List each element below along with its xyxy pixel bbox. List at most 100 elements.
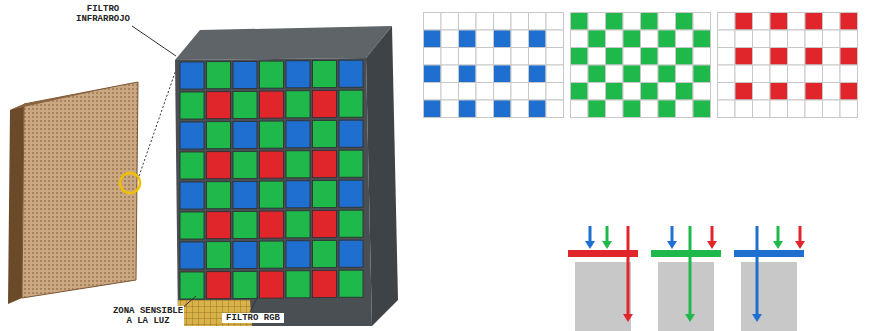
color-filter-cell: [313, 241, 337, 268]
photodiode: [575, 262, 631, 331]
grid-cell: [676, 65, 694, 83]
color-filter-cell: [339, 60, 363, 87]
grid-cell: [676, 30, 694, 48]
light-arrow: [799, 226, 802, 243]
grid-cell: [770, 83, 788, 101]
photodiode: [741, 262, 797, 331]
light-arrow: [711, 226, 714, 243]
color-filter-cell: [207, 272, 231, 299]
grid-cell: [718, 83, 736, 101]
color-filter-cell: [233, 91, 257, 118]
channel-grid: [424, 13, 564, 118]
grid-cell: [623, 83, 641, 101]
grid-cell: [441, 13, 459, 31]
grid-cell: [623, 30, 641, 48]
grid-cell: [494, 30, 512, 48]
grid-cell: [529, 13, 547, 31]
ir-filter-top: [175, 26, 392, 60]
grid-cell: [840, 65, 858, 83]
grid-cell: [511, 100, 529, 118]
arrow-head: [773, 241, 783, 249]
grid-cell: [424, 65, 442, 83]
part-label: FILTRO INFRARROJO: [72, 4, 134, 24]
grid-cell: [641, 100, 659, 118]
grid-cell: [788, 13, 806, 31]
leader-line: [132, 26, 176, 56]
grid-cell: [529, 65, 547, 83]
grid-cell: [588, 13, 606, 31]
grid-cell: [606, 100, 624, 118]
color-filter-cell: [207, 152, 231, 179]
grid-cell: [753, 83, 771, 101]
grid-cell: [441, 30, 459, 48]
grid-cell: [823, 13, 841, 31]
zoom-line: [139, 64, 178, 176]
grid-cell: [459, 83, 477, 101]
grid-cell: [441, 100, 459, 118]
grid-cell: [441, 65, 459, 83]
grid-cell: [718, 65, 736, 83]
leader-line: [250, 296, 258, 312]
color-filter-cell: [180, 62, 204, 89]
grid-cell: [571, 13, 589, 31]
grid-cell: [693, 65, 711, 83]
light-arrow: [627, 226, 630, 316]
grid-cell: [840, 100, 858, 118]
color-filter-cell: [233, 241, 257, 268]
color-filter-cell: [260, 271, 284, 298]
grid-cell: [588, 30, 606, 48]
color-filter-cell: [286, 151, 310, 178]
filter-diagram: [568, 226, 638, 331]
color-filter-cell: [260, 241, 284, 268]
grid-cell: [494, 48, 512, 66]
arrow-head: [585, 241, 595, 249]
grid-cell: [571, 30, 589, 48]
light-arrow: [689, 226, 692, 316]
grid-cell: [823, 65, 841, 83]
light-arrow: [589, 226, 592, 243]
color-filter-cell: [180, 242, 204, 269]
color-filter-cell: [313, 121, 337, 148]
color-filter-cell: [207, 182, 231, 209]
channel-grids: [424, 13, 858, 118]
arrow-head: [795, 241, 805, 249]
color-filter-cell: [286, 181, 310, 208]
grid-cell: [546, 100, 564, 118]
grid-cell: [494, 13, 512, 31]
light-arrow: [671, 226, 674, 243]
color-filter-cell: [260, 61, 284, 88]
color-filter-cell: [180, 122, 204, 149]
grid-cell: [693, 83, 711, 101]
color-filter-cell: [260, 121, 284, 148]
grid-cell: [718, 13, 736, 31]
grid-cell: [840, 13, 858, 31]
grid-cell: [823, 30, 841, 48]
light-arrow: [756, 226, 759, 316]
grid-cell: [641, 30, 659, 48]
grid-cell: [571, 65, 589, 83]
grid-cell: [529, 48, 547, 66]
color-filter-cell: [207, 242, 231, 269]
channel-grid: [718, 13, 858, 118]
color-filter-cell: [260, 181, 284, 208]
grid-cell: [641, 83, 659, 101]
light-arrow: [606, 226, 609, 243]
grid-cell: [529, 30, 547, 48]
color-filter-cell: [207, 212, 231, 239]
grid-cell: [529, 83, 547, 101]
color-filter-cell: [286, 271, 310, 298]
grid-cell: [606, 65, 624, 83]
color-filter-cell: [339, 120, 363, 147]
grid-cell: [476, 30, 494, 48]
filter-diagrams: [568, 226, 805, 331]
grid-cell: [676, 83, 694, 101]
grid-cell: [658, 13, 676, 31]
grid-cell: [823, 83, 841, 101]
chip-top: [10, 82, 138, 110]
grid-cell: [823, 48, 841, 66]
color-filter-cell: [233, 271, 257, 298]
grid-cell: [424, 48, 442, 66]
channel-grid: [571, 13, 711, 118]
